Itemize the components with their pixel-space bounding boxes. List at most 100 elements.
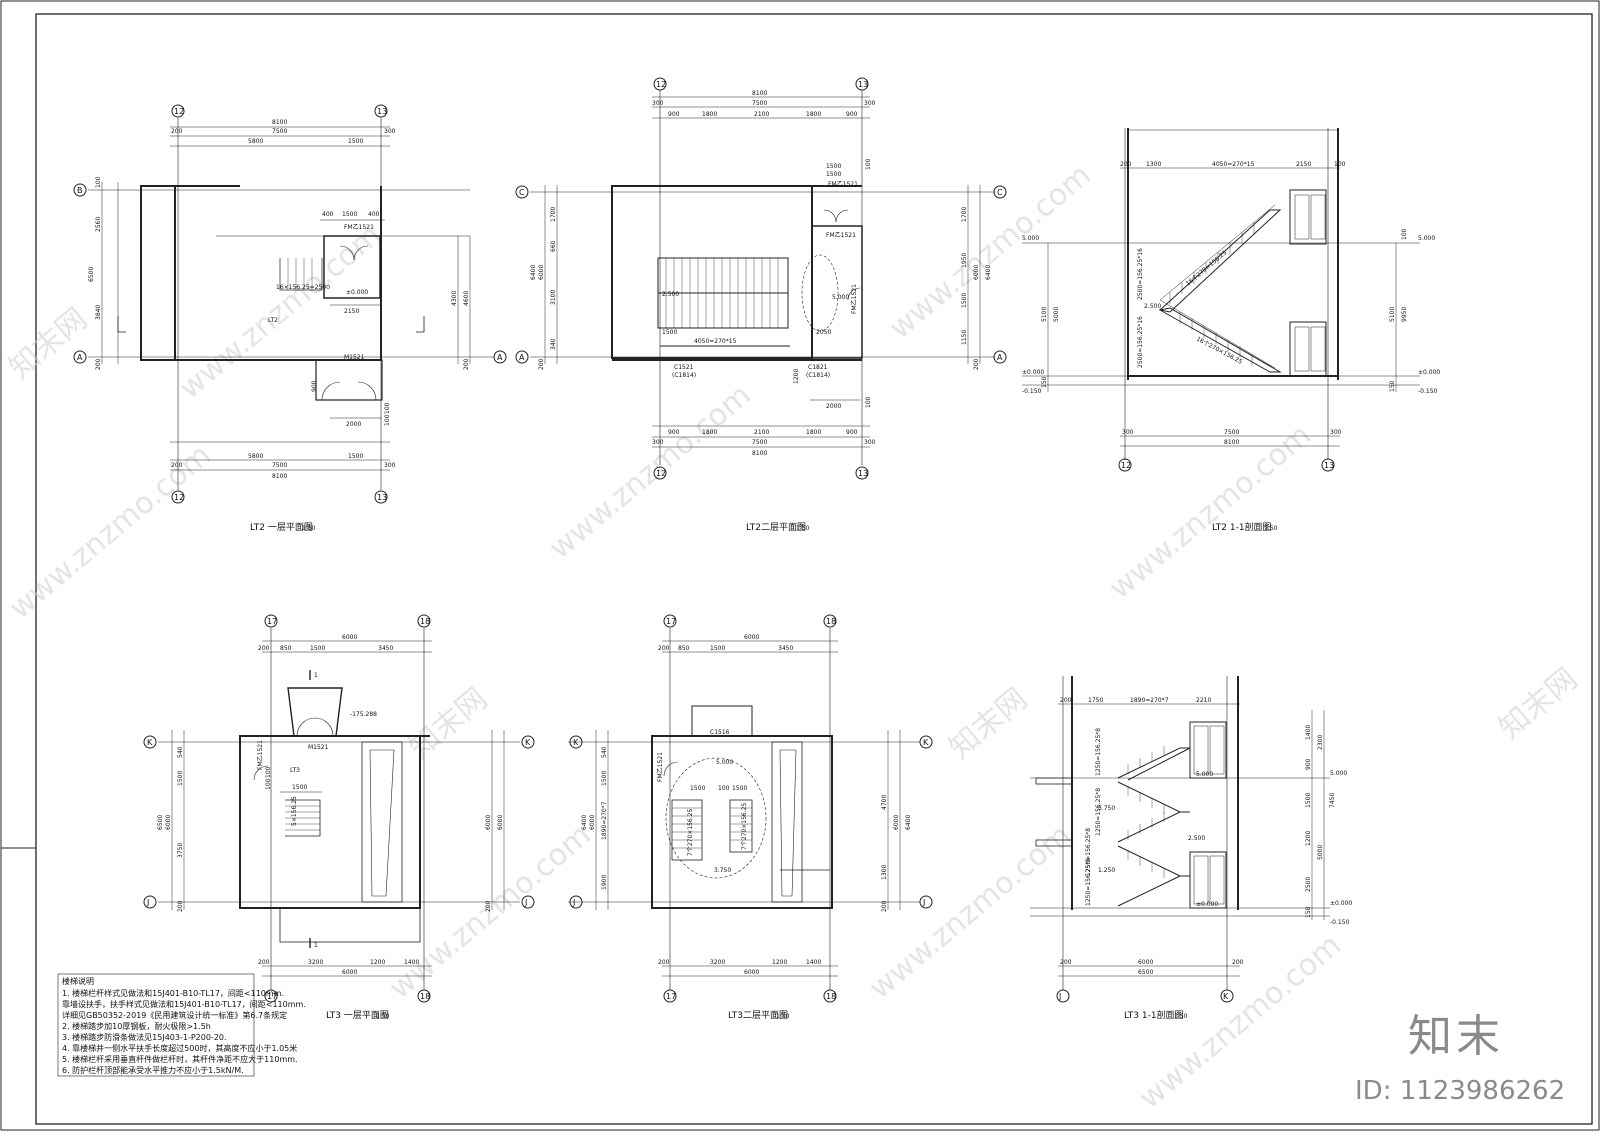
svg-text:5800: 5800 — [248, 453, 263, 460]
svg-text:6500: 6500 — [1138, 969, 1153, 976]
svg-text:1900: 1900 — [601, 875, 608, 890]
svg-text:(C1814): (C1814) — [806, 372, 830, 379]
brand-logo: 知末 — [1408, 1011, 1504, 1062]
svg-text:1890=270*7: 1890=270*7 — [601, 801, 608, 840]
svg-text:400: 400 — [368, 211, 380, 218]
svg-text:5.000: 5.000 — [716, 759, 733, 766]
svg-text:4600: 4600 — [463, 291, 470, 306]
svg-text:100: 100 — [384, 402, 391, 414]
svg-text:1: 1 — [314, 672, 318, 679]
lt3-floor1-labels: 17 18 17 18 K K J J 6000 850 1500 3450 2… — [146, 617, 531, 1021]
svg-text:2300: 2300 — [1317, 735, 1324, 750]
svg-text:200: 200 — [658, 959, 670, 966]
svg-text:4050=270*15: 4050=270*15 — [1212, 161, 1255, 168]
svg-text:±0.000: ±0.000 — [346, 289, 368, 296]
svg-text:100: 100 — [384, 414, 391, 426]
svg-text:100: 100 — [95, 176, 102, 188]
svg-text:5.000: 5.000 — [1196, 771, 1213, 778]
svg-text:-0.150: -0.150 — [1022, 388, 1042, 395]
inner-frame — [35, 13, 1593, 1125]
svg-text:16个270×156.25: 16个270×156.25 — [1185, 249, 1229, 287]
svg-text:200: 200 — [463, 358, 470, 370]
svg-text:4300: 4300 — [451, 291, 458, 306]
svg-text:3450: 3450 — [778, 645, 793, 652]
image-id: ID: 1123986262 — [1355, 1076, 1566, 1106]
svg-text:6400: 6400 — [581, 815, 588, 830]
svg-text:2500: 2500 — [1305, 877, 1312, 892]
svg-text:540: 540 — [177, 746, 184, 758]
svg-text:13: 13 — [377, 493, 387, 502]
svg-text:13: 13 — [858, 80, 868, 89]
svg-text:知末网: 知末网 — [3, 301, 94, 386]
svg-text:2150: 2150 — [344, 308, 359, 315]
svg-text:www.znzmo.com: www.znzmo.com — [543, 378, 758, 567]
svg-text:17: 17 — [267, 992, 277, 1001]
note-line: 4. 靠楼梯井一侧水平扶手长度超过500时，其高度不应小于1.05米 — [62, 1043, 297, 1053]
svg-text:13: 13 — [377, 107, 387, 116]
svg-text:300: 300 — [652, 439, 664, 446]
svg-text:1700: 1700 — [550, 207, 557, 222]
svg-text:1: 1 — [314, 942, 318, 949]
svg-text:2100: 2100 — [754, 429, 769, 436]
svg-text:1250=156.25*8: 1250=156.25*8 — [1095, 728, 1102, 776]
svg-text:1200: 1200 — [1305, 831, 1312, 846]
svg-text:7个270×156.25: 7个270×156.25 — [741, 803, 748, 850]
svg-text:1800: 1800 — [806, 429, 821, 436]
svg-text:1500: 1500 — [1305, 793, 1312, 808]
svg-text:900: 900 — [846, 429, 858, 436]
svg-text:2.500: 2.500 — [662, 291, 679, 298]
svg-text:FM乙1521: FM乙1521 — [344, 224, 374, 231]
lt2-floor2-plan — [515, 77, 1007, 480]
svg-text:1700: 1700 — [961, 207, 968, 222]
stair-notes: 楼梯说明 1. 楼梯栏杆样式见做法和15J401-B10-TL17，间距<110… — [57, 973, 306, 1077]
svg-text:3840: 3840 — [95, 305, 102, 320]
svg-text:1500: 1500 — [732, 785, 747, 792]
svg-text:200: 200 — [538, 358, 545, 370]
svg-text:5.000: 5.000 — [1330, 770, 1347, 777]
svg-text:7500: 7500 — [752, 439, 767, 446]
note-line: 3. 楼梯踏步防滑条做法见15J403-1-P200-20. — [62, 1032, 227, 1042]
svg-text:200: 200 — [177, 900, 184, 912]
svg-text:1400: 1400 — [806, 959, 821, 966]
svg-text:6400: 6400 — [985, 265, 992, 280]
svg-text:900: 900 — [311, 380, 318, 392]
svg-text:LT3 一层平面图: LT3 一层平面图 — [326, 1010, 389, 1021]
svg-text:660: 660 — [550, 240, 557, 252]
svg-text:www.znzmo.com: www.znzmo.com — [3, 438, 218, 627]
svg-text:1400: 1400 — [1305, 725, 1312, 740]
svg-text:6000: 6000 — [485, 815, 492, 830]
svg-text:1500: 1500 — [348, 138, 363, 145]
svg-text:2.500: 2.500 — [1188, 835, 1205, 842]
svg-text:540: 540 — [601, 746, 608, 758]
svg-text:3100: 3100 — [550, 290, 557, 305]
svg-text:200: 200 — [1060, 959, 1072, 966]
svg-text:16个270×156.25: 16个270×156.25 — [1195, 336, 1244, 366]
svg-text:900: 900 — [1305, 758, 1312, 770]
lt2-section — [1022, 128, 1420, 472]
svg-text:1200: 1200 — [370, 959, 385, 966]
svg-text:3.750: 3.750 — [1098, 805, 1115, 812]
svg-text:J: J — [572, 898, 575, 907]
svg-text:5×156.25: 5×156.25 — [291, 796, 298, 826]
svg-text:200: 200 — [1232, 959, 1244, 966]
svg-text:1500: 1500 — [342, 211, 357, 218]
svg-text:LT3二层平面图: LT3二层平面图 — [728, 1010, 788, 1021]
svg-text:100: 100 — [1401, 228, 1408, 240]
svg-text:5.000: 5.000 — [1418, 235, 1435, 242]
svg-text:1200: 1200 — [793, 369, 800, 384]
svg-text:8100: 8100 — [752, 90, 767, 97]
svg-text:3200: 3200 — [308, 959, 323, 966]
svg-text:1500: 1500 — [601, 771, 608, 786]
svg-text:200: 200 — [973, 358, 980, 370]
svg-text:5000: 5000 — [1317, 845, 1324, 860]
svg-text:5800: 5800 — [248, 138, 263, 145]
svg-text:C1521: C1521 — [674, 364, 694, 371]
svg-text:12: 12 — [174, 493, 184, 502]
lt2-floor1-labels: 12 13 12 13 B A A 8100 7500 5800 1500 20… — [77, 107, 503, 533]
svg-text:200: 200 — [171, 462, 183, 469]
svg-text:C: C — [519, 188, 525, 197]
svg-text:100: 100 — [718, 785, 730, 792]
svg-text:6000: 6000 — [165, 815, 172, 830]
